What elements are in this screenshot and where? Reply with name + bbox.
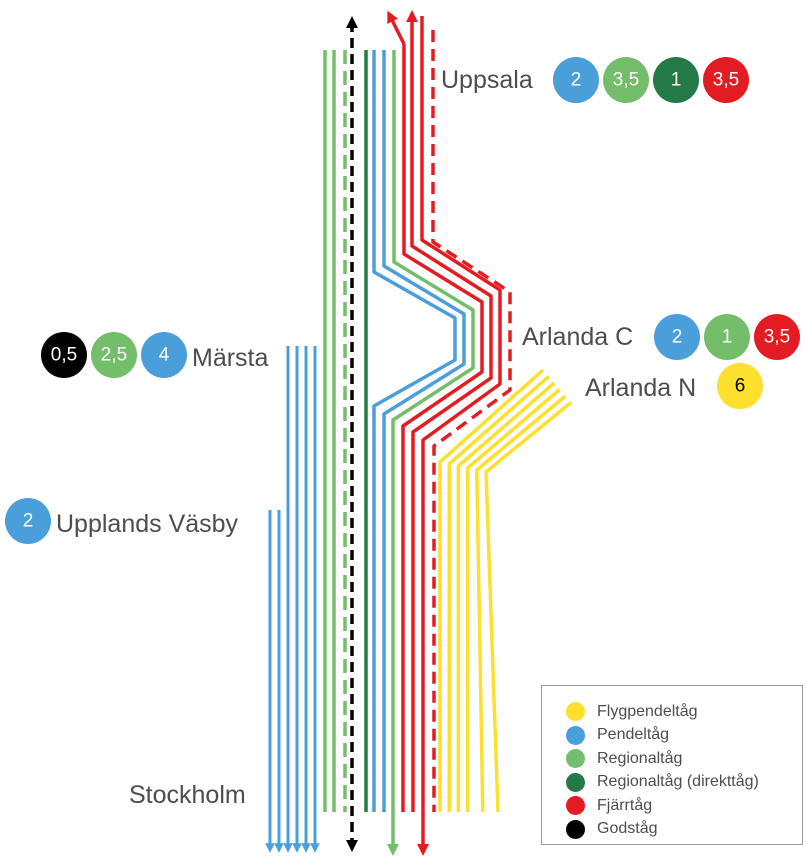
badge-value-arlanda_c: 2: [672, 327, 683, 348]
badge-marsta-gods: [41, 332, 87, 378]
badge-marsta-pendel: [141, 332, 187, 378]
fjarr-track-branch: [387, 10, 406, 45]
station-label-stockholm: Stockholm: [129, 781, 246, 809]
badge-value-arlanda_c: 3,5: [764, 327, 790, 348]
badge-uppsala-pendel: [553, 57, 599, 103]
legend-dot-pendel: [566, 725, 585, 745]
badge-uppsala-regional: [603, 57, 649, 103]
flyg-track-5: [475, 394, 567, 813]
badge-upplands_vasby-pendel: [5, 498, 51, 544]
badge-value-arlanda_n: 6: [735, 376, 746, 397]
badge-value-uppsala: 1: [671, 70, 682, 91]
fjarr-track-dashed: [431, 30, 512, 812]
legend-label: Regionaltåg (direkttåg): [597, 773, 759, 791]
badge-value-uppsala: 2: [571, 70, 582, 91]
badge-arlanda_n-flyg: [717, 363, 763, 409]
badge-value-upplands_vasby: 2: [23, 511, 34, 532]
badge-marsta-regional: [91, 332, 137, 378]
badge-value-uppsala: 3,5: [713, 70, 739, 91]
legend-item-pendel: Pendeltåg: [566, 724, 802, 748]
badge-value-uppsala: 3,5: [613, 70, 639, 91]
legend-dot-gods: [566, 819, 585, 839]
badge-uppsala-direkt: [653, 57, 699, 103]
station-label-upplands-vasby: Upplands Väsby: [56, 510, 239, 538]
station-label-arlanda-n: Arlanda N: [585, 374, 696, 402]
station-label-uppsala: Uppsala: [441, 66, 533, 94]
flyg-track-6: [484, 401, 573, 813]
legend-label: Godståg: [597, 820, 658, 838]
legend-item-gods: Godståg: [566, 818, 802, 842]
badge-arlanda_c-fjarr: [754, 314, 800, 360]
badge-uppsala-fjarr: [703, 57, 749, 103]
pendel-track-uppsala-2: [382, 50, 466, 812]
flyg-track-2: [447, 375, 550, 812]
badge-arlanda_c-pendel: [654, 314, 700, 360]
track-lines: [265, 10, 573, 856]
legend-label: Fjärrtåg: [597, 796, 653, 814]
legend-label: Pendeltåg: [597, 726, 670, 744]
badge-arlanda_c-regional: [704, 314, 750, 360]
legend-item-direkt: Regionaltåg (direkttåg): [566, 771, 802, 795]
badge-value-marsta: 0,5: [51, 345, 77, 366]
legend-dot-fjarr: [566, 796, 585, 816]
frequency-badges: 2 3,5 1 3,5 2 1 3,5 6 0,5 2,5 4 2: [5, 57, 800, 544]
legend-dot-regional: [566, 749, 585, 769]
legend-label: Regionaltåg: [597, 749, 683, 767]
flyg-track-3: [456, 381, 556, 812]
legend-label: Flygpendeltåg: [597, 702, 698, 720]
legend-dot-flyg: [566, 702, 585, 722]
flyg-track-1: [438, 368, 545, 812]
station-label-arlanda-c: Arlanda C: [522, 323, 633, 351]
legend: Flygpendeltåg Pendeltåg Regionaltåg Regi…: [541, 685, 803, 845]
legend-item-flyg: Flygpendeltåg: [566, 700, 802, 724]
fjarr-track-3: [417, 16, 502, 856]
badge-value-marsta: 2,5: [101, 345, 127, 366]
station-label-marsta: Märsta: [192, 344, 269, 372]
legend-item-regional: Regionaltåg: [566, 747, 802, 771]
fjarr-track-1: [401, 44, 484, 812]
legend-dot-direkt: [566, 772, 585, 792]
regional-track-arlanda: [387, 50, 475, 856]
flyg-track-4: [465, 388, 561, 812]
badge-value-marsta: 4: [159, 345, 170, 366]
pendel-track-uppsala-1: [372, 50, 457, 812]
badge-value-arlanda_c: 1: [722, 327, 733, 348]
legend-item-fjarr: Fjärrtåg: [566, 794, 802, 818]
fjarr-track-2: [410, 36, 493, 812]
